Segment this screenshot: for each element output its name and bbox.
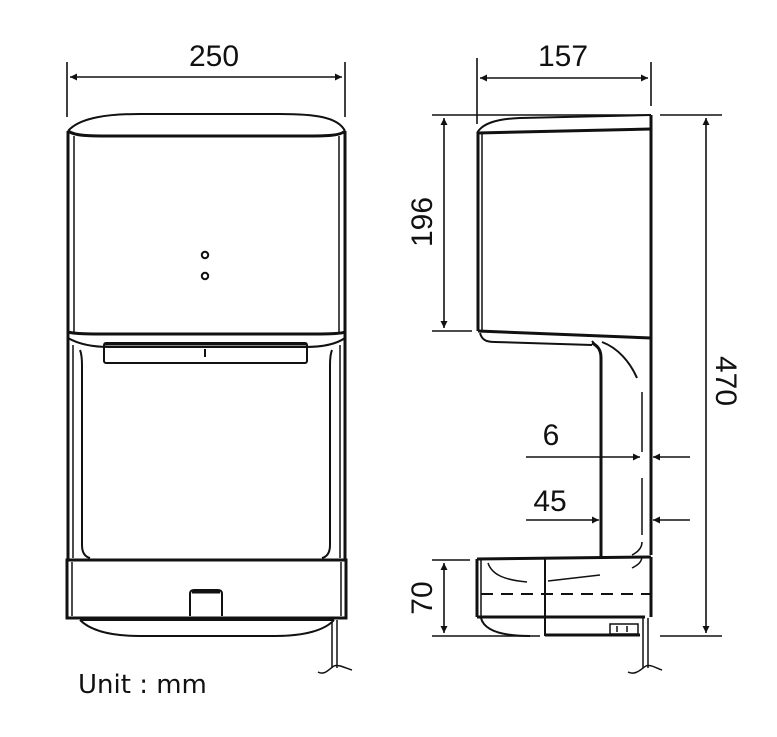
gap-dimension: 6 bbox=[526, 419, 690, 461]
indicator-light-icon bbox=[200, 271, 210, 281]
upper-height-label: 196 bbox=[406, 197, 439, 247]
total-height-dimension: 470 bbox=[660, 114, 742, 637]
unit-label: Unit : mm bbox=[78, 670, 207, 700]
depth-label: 157 bbox=[538, 40, 588, 73]
base-height-dimension: 70 bbox=[406, 559, 540, 637]
gap-label: 6 bbox=[543, 419, 560, 452]
total-height-label: 470 bbox=[709, 356, 742, 406]
width-label: 250 bbox=[189, 40, 239, 73]
depth-dimension: 157 bbox=[476, 40, 652, 124]
front-view: 250 bbox=[65, 40, 353, 674]
connector-icon bbox=[609, 623, 639, 635]
indicator-light-icon bbox=[200, 250, 210, 260]
base-height-label: 70 bbox=[406, 581, 439, 614]
width-dimension: 250 bbox=[66, 40, 346, 117]
side-view: 157 196 470 bbox=[406, 40, 742, 674]
upper-height-dimension: 196 bbox=[406, 114, 651, 332]
slot-depth-label: 45 bbox=[533, 485, 566, 518]
slot-depth-dimension: 45 bbox=[526, 485, 690, 524]
